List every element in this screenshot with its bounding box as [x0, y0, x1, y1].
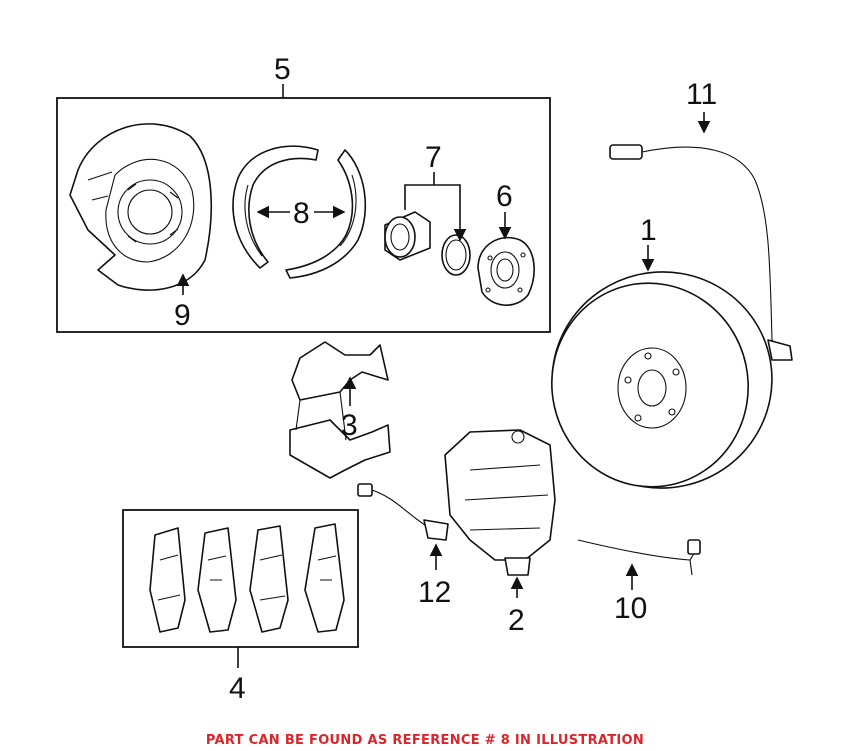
reference-note: PART CAN BE FOUND AS REFERENCE # 8 IN IL… — [206, 733, 644, 748]
hub[interactable] — [477, 236, 535, 306]
callout-7: 7 — [425, 141, 442, 174]
caliper-bracket[interactable] — [289, 341, 391, 479]
callout-10: 10 — [614, 592, 647, 625]
callout-6: 6 — [496, 180, 513, 213]
callout-9: 9 — [174, 299, 191, 332]
callout-5: 5 — [274, 53, 291, 86]
abs-sensor[interactable] — [609, 144, 793, 361]
rotor[interactable] — [532, 251, 792, 508]
pad-set-box — [122, 509, 359, 648]
wear-sensor-caliper[interactable] — [577, 539, 701, 576]
callout-2: 2 — [508, 604, 525, 637]
parking-shoes[interactable] — [232, 145, 367, 279]
callout-8: 8 — [293, 197, 310, 230]
callout-3: 3 — [341, 409, 358, 442]
callout-12: 12 — [418, 576, 451, 609]
callout-4: 4 — [229, 672, 246, 705]
wear-sensor-pad[interactable] — [357, 483, 449, 541]
callout-11: 11 — [686, 78, 717, 111]
kit-5-box — [56, 97, 551, 333]
brake-pads[interactable] — [149, 523, 345, 633]
callout-1: 1 — [640, 214, 657, 247]
bearing-ring[interactable] — [384, 211, 471, 276]
backing-plate[interactable] — [69, 123, 213, 291]
caliper[interactable] — [444, 429, 556, 576]
